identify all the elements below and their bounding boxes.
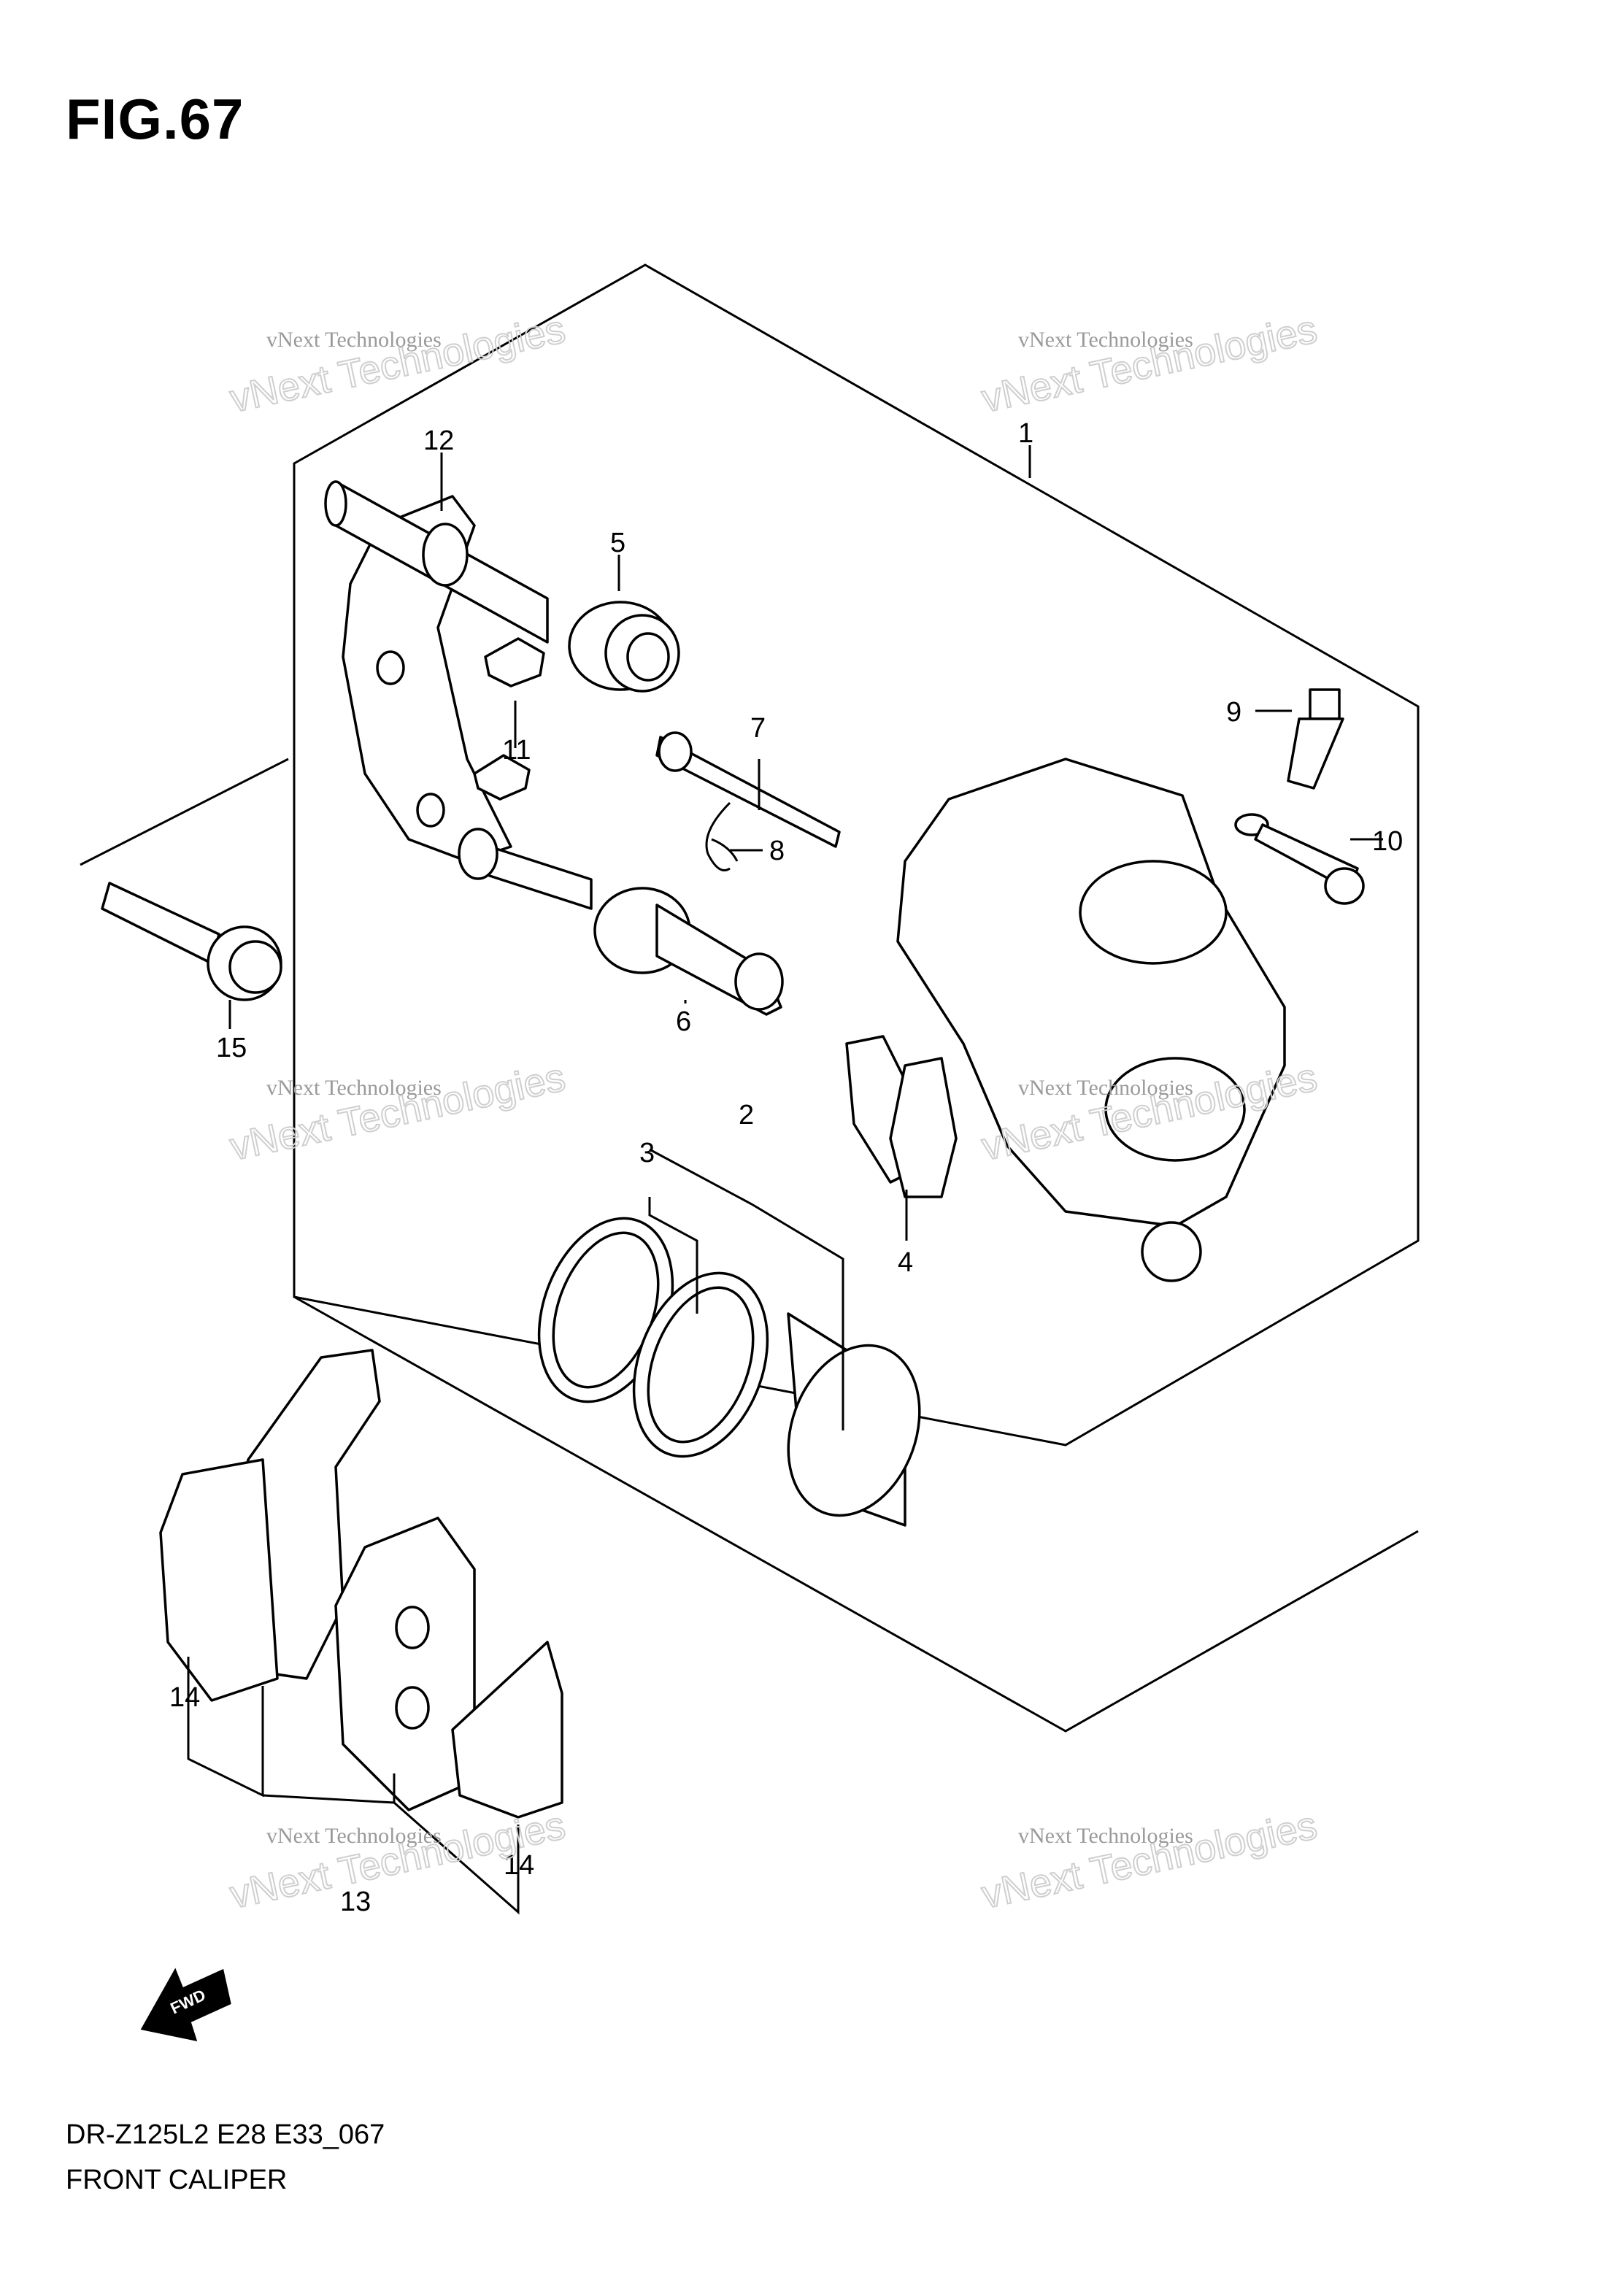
- callout-12: 12: [423, 425, 454, 456]
- callout-15: 15: [216, 1033, 247, 1063]
- callout-11: 11: [502, 735, 531, 766]
- callout-3: 3: [639, 1138, 655, 1168]
- callout-1: 1: [1018, 418, 1033, 449]
- part-1-caliper-body: [896, 758, 1286, 1282]
- svg-text:vNext Technologies: vNext Technologies: [1018, 328, 1193, 352]
- callout-14-right: 14: [504, 1850, 534, 1881]
- leader-lines: [80, 445, 1383, 1915]
- svg-text:vNext Technologies: vNext Technologies: [978, 307, 1321, 421]
- callout-7: 7: [750, 713, 766, 744]
- svg-text:vNext Technologies: vNext Technologies: [266, 328, 442, 352]
- callout-2: 2: [739, 1100, 754, 1130]
- part-12-caliper-bracket: [324, 480, 593, 910]
- part-15-bolt: [101, 882, 282, 1001]
- callout-10: 10: [1372, 826, 1403, 857]
- callout-13: 13: [340, 1887, 371, 1917]
- part-7-bolt: [655, 731, 841, 848]
- callout-6: 6: [676, 1006, 691, 1037]
- fwd-arrow-icon: FWD: [140, 1968, 231, 2041]
- svg-text:vNext Technologies: vNext Technologies: [266, 1824, 442, 1848]
- watermark-mid-left: vNext Technologies vNext Technologies: [226, 1055, 570, 1170]
- part-9-bleeder-valve: [1287, 688, 1344, 790]
- part-2-piston: [632, 1271, 921, 1527]
- svg-text:vNext Technologies: vNext Technologies: [266, 1076, 442, 1100]
- watermark-top-right: vNext Technologies vNext Technologies: [977, 307, 1322, 422]
- figure-title: FIG.67: [66, 87, 245, 151]
- callout-8: 8: [769, 836, 785, 866]
- svg-text:vNext Technologies: vNext Technologies: [1018, 1824, 1193, 1848]
- assembly-outline: [293, 263, 1420, 1733]
- callout-4: 4: [898, 1247, 913, 1278]
- part-13-14-brake-pads: [159, 1349, 563, 1819]
- part-4-pad-retainer: [845, 1035, 958, 1198]
- watermark-bottom-right: vNext Technologies vNext Technologies: [977, 1803, 1322, 1918]
- callout-9: 9: [1226, 697, 1241, 728]
- callout-14-left: 14: [169, 1682, 200, 1713]
- part-10-cap: [1234, 813, 1365, 905]
- model-code: DR-Z125L2 E28 E33_067: [66, 2119, 385, 2150]
- callout-5: 5: [610, 528, 625, 558]
- svg-text:vNext Technologies: vNext Technologies: [978, 1803, 1321, 1917]
- part-11-pad-spring: [473, 637, 545, 801]
- part-6-sliding-pin: [593, 887, 784, 1016]
- svg-text:vNext Technologies: vNext Technologies: [1018, 1076, 1193, 1100]
- part-5-boot: [568, 601, 680, 693]
- part-8-clip: [705, 801, 739, 871]
- svg-text:vNext Technologies: vNext Technologies: [226, 1055, 569, 1169]
- figure-caption: FRONT CALIPER: [66, 2165, 288, 2195]
